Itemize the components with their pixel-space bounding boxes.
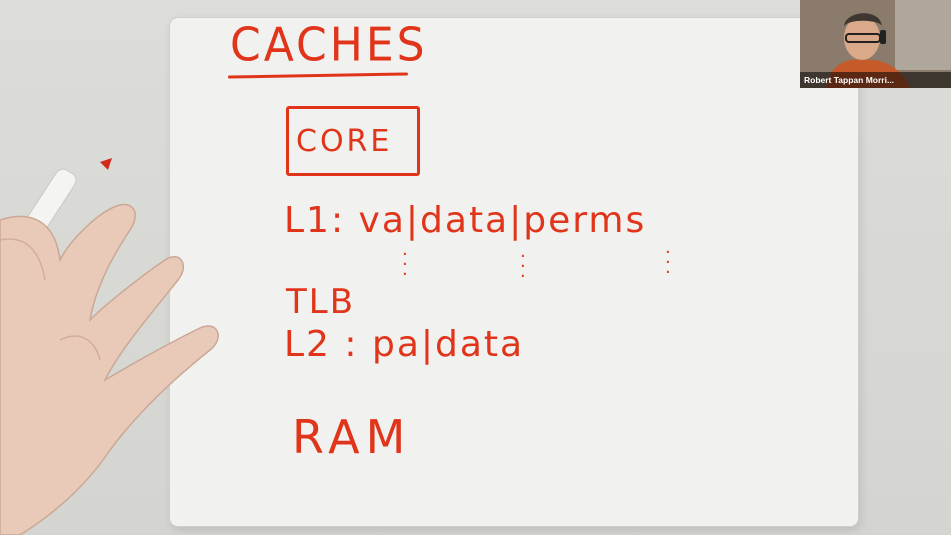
l2-line: L2 : pa|data: [284, 324, 525, 365]
participant-name: Robert Tappan Morri...: [800, 72, 951, 88]
tlb-label: TLB: [286, 282, 356, 322]
whiteboard: [170, 18, 858, 526]
core-box: [286, 106, 420, 176]
ram-label: RAM: [292, 410, 412, 464]
dots-data: ···: [520, 246, 526, 287]
presenter-hand: [0, 158, 219, 535]
whiteboard-title: CACHES: [230, 18, 428, 73]
dots-va: ···: [402, 244, 408, 285]
participant-video-tile[interactable]: Robert Tappan Morri...: [800, 0, 951, 88]
core-label: CORE: [296, 124, 393, 159]
l1-line: L1: va|data|perms: [284, 200, 647, 241]
dots-perms: ···: [665, 242, 671, 283]
